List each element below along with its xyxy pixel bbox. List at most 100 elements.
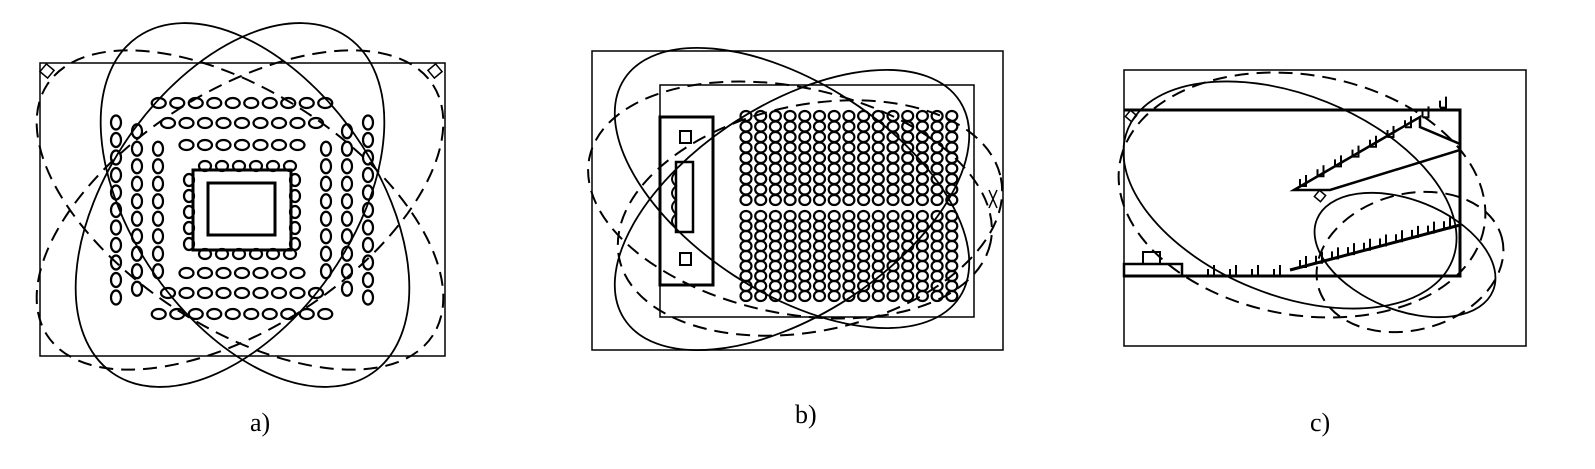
seat: [871, 120, 885, 133]
seat: [754, 172, 768, 186]
seat: [886, 219, 900, 233]
seat: [842, 269, 856, 283]
seat: [361, 131, 375, 149]
panel-b-seating: [739, 109, 959, 303]
seat: [945, 279, 959, 293]
chair: [1395, 230, 1403, 243]
seat: [196, 116, 214, 130]
seat: [361, 201, 375, 219]
chair: [1369, 135, 1377, 148]
chair: [1421, 106, 1430, 119]
seat: [340, 245, 354, 262]
seat: [827, 130, 841, 144]
panel-a-coverage-dashed-1: [35, 49, 445, 371]
seat: [270, 116, 288, 130]
seat: [288, 204, 302, 220]
seat: [945, 162, 959, 175]
seat: [915, 289, 930, 303]
seat: [827, 162, 841, 175]
seat: [739, 172, 753, 186]
panel-b-coverage-dashed-1: [587, 80, 993, 320]
seat: [812, 279, 827, 293]
seat: [856, 172, 871, 186]
panel-a-room-outline: [39, 62, 446, 357]
seat: [812, 219, 827, 233]
seat: [739, 120, 753, 133]
seat: [930, 229, 944, 243]
panel-b-speaker-mark: [988, 189, 998, 209]
seat: [945, 219, 959, 233]
panel-a-stage-inner: [206, 181, 277, 237]
seat: [289, 266, 306, 280]
caption-b: b): [795, 400, 817, 429]
seat: [109, 114, 123, 131]
seat: [827, 239, 841, 253]
panel-a-coverage-solid-1: [99, 22, 411, 388]
panel-c-hall-section: [1124, 108, 1462, 278]
seat: [856, 162, 871, 175]
seat: [169, 307, 186, 321]
seat: [812, 109, 827, 123]
seat: [768, 259, 783, 273]
seat: [178, 266, 195, 280]
seat: [798, 249, 812, 263]
chair: [1351, 145, 1360, 158]
seat: [361, 219, 375, 236]
seat: [182, 204, 196, 220]
seat: [265, 247, 281, 261]
seat: [783, 130, 797, 144]
seat: [945, 289, 959, 303]
seat: [289, 116, 306, 130]
seat: [288, 220, 302, 236]
seat: [856, 141, 871, 154]
panel-a-coverage-solid-2: [74, 22, 386, 388]
seat: [842, 229, 856, 243]
seat: [151, 245, 165, 262]
seat: [754, 209, 768, 223]
seat: [842, 219, 856, 233]
seat: [871, 172, 885, 186]
panel-c-coverage-solid-1: [1122, 80, 1458, 310]
seat: [798, 219, 812, 233]
seat: [187, 96, 204, 110]
seat: [340, 158, 354, 175]
seat: [930, 183, 944, 196]
seat: [886, 239, 900, 253]
seat: [886, 249, 900, 263]
seat: [252, 286, 269, 300]
seat: [754, 259, 768, 273]
seat: [945, 141, 959, 154]
seat: [798, 269, 812, 283]
seat: [930, 219, 944, 233]
seat: [842, 209, 856, 223]
seat: [842, 141, 856, 154]
seat: [915, 120, 930, 133]
seat: [754, 151, 768, 165]
seat: [151, 263, 165, 280]
seat: [915, 219, 930, 233]
seat: [754, 229, 768, 243]
seat: [827, 183, 841, 196]
seat: [151, 193, 165, 210]
seat: [109, 236, 123, 254]
seat: [783, 249, 797, 263]
seat: [248, 247, 264, 261]
seat: [812, 172, 827, 186]
seat: [768, 219, 783, 233]
seat: [915, 141, 930, 154]
seat: [812, 269, 827, 283]
seat: [280, 96, 297, 110]
seat: [945, 239, 959, 253]
seat: [754, 183, 768, 196]
seat: [930, 259, 944, 273]
seat: [270, 266, 288, 280]
seat: [252, 116, 269, 130]
seat: [298, 307, 315, 321]
seat: [886, 209, 900, 223]
seat: [886, 289, 900, 303]
seat: [871, 229, 885, 243]
seat: [827, 109, 841, 123]
seat: [768, 289, 783, 303]
seat: [812, 120, 827, 133]
seat: [261, 307, 278, 321]
